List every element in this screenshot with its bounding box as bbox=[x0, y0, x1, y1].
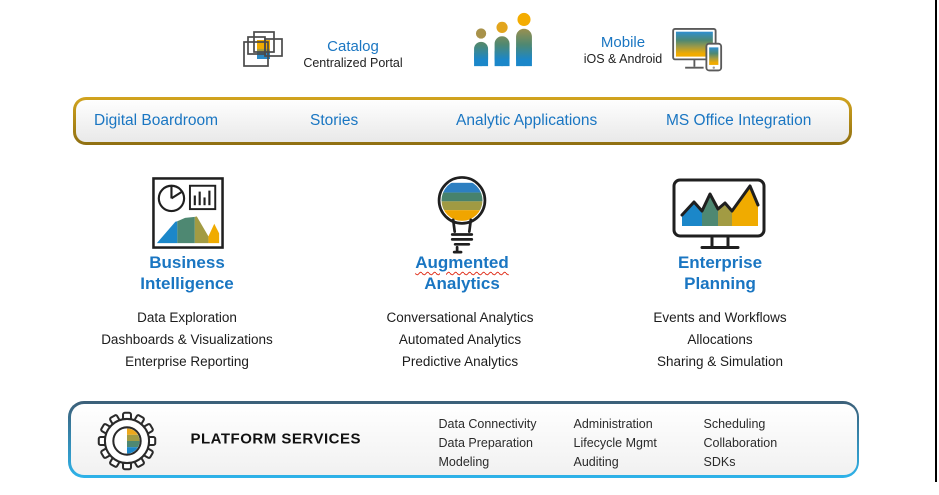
feature-item: Enterprise Reporting bbox=[125, 354, 249, 369]
pillar-title-augmented-analytics: Augmented Analytics bbox=[372, 252, 552, 294]
bar-item-stories: Stories bbox=[310, 112, 359, 129]
service-item: Lifecycle Mgmt bbox=[573, 435, 657, 450]
bar-item-analytic-applications: Analytic Applications bbox=[456, 112, 598, 129]
pillar3-title-line2: Planning bbox=[684, 274, 756, 293]
gear-icon bbox=[97, 411, 156, 470]
platform-services-surface: PLATFORM SERVICES Data Connectivity Data… bbox=[70, 403, 857, 475]
platform-services-title: PLATFORM SERVICES bbox=[190, 430, 361, 448]
pillar1-feature-list: Data Exploration Dashboards & Visualizat… bbox=[62, 307, 312, 373]
service-item: Administration bbox=[573, 416, 653, 431]
feature-item: Sharing & Simulation bbox=[656, 354, 784, 369]
experience-bar: Digital Boardroom Stories Analytic Appli… bbox=[73, 97, 852, 145]
service-item: Modeling bbox=[438, 454, 490, 469]
pillar2-feature-list: Conversational Analytics Automated Analy… bbox=[335, 307, 585, 373]
feature-item: Automated Analytics bbox=[398, 332, 522, 347]
pillar1-title-line2: Intelligence bbox=[140, 274, 234, 293]
platform-group-data: Data Connectivity Data Preparation Model… bbox=[439, 415, 537, 472]
service-item: Data Connectivity bbox=[438, 416, 537, 431]
pillar-title-business-intelligence: Business Intelligence bbox=[97, 252, 277, 294]
service-item: Collaboration bbox=[703, 435, 778, 450]
service-item: SDKs bbox=[703, 454, 736, 469]
pillar1-title-line1: Business bbox=[149, 253, 225, 272]
experience-bar-surface: Digital Boardroom Stories Analytic Appli… bbox=[76, 100, 849, 142]
feature-item: Dashboards & Visualizations bbox=[101, 332, 273, 347]
service-item: Data Preparation bbox=[438, 435, 534, 450]
window-edge-line bbox=[935, 0, 937, 482]
feature-item: Allocations bbox=[687, 332, 753, 347]
devices-icon bbox=[672, 28, 723, 72]
platform-group-admin: Administration Lifecycle Mgmt Auditing bbox=[574, 415, 657, 472]
pillar2-title-line2: Analytics bbox=[424, 274, 500, 293]
catalog-squares-icon bbox=[243, 31, 283, 67]
mobile-title: Mobile bbox=[600, 34, 646, 51]
catalog-label-block: Catalog Centralized Portal bbox=[300, 38, 406, 71]
bar-item-digital-boardroom: Digital Boardroom bbox=[94, 112, 219, 129]
pillar-title-enterprise-planning: Enterprise Planning bbox=[630, 252, 810, 294]
lightbulb-icon bbox=[437, 176, 487, 254]
feature-item: Predictive Analytics bbox=[401, 354, 519, 369]
feature-item: Events and Workflows bbox=[653, 310, 787, 325]
service-item: Auditing bbox=[573, 454, 619, 469]
bi-charts-icon bbox=[152, 177, 224, 249]
monitor-chart-icon bbox=[672, 178, 766, 249]
bar-item-ms-office-integration: MS Office Integration bbox=[666, 112, 812, 129]
feature-item: Data Exploration bbox=[137, 310, 237, 325]
platform-group-tools: Scheduling Collaboration SDKs bbox=[704, 415, 778, 472]
people-icon bbox=[474, 12, 532, 67]
mobile-label-block: Mobile iOS & Android bbox=[580, 34, 666, 67]
pillar3-feature-list: Events and Workflows Allocations Sharing… bbox=[595, 307, 845, 373]
mobile-subtitle: iOS & Android bbox=[583, 52, 663, 66]
feature-item: Conversational Analytics bbox=[386, 310, 534, 325]
pillar2-title-line1: Augmented bbox=[415, 253, 509, 272]
service-item: Scheduling bbox=[703, 416, 766, 431]
catalog-subtitle: Centralized Portal bbox=[303, 56, 403, 70]
catalog-title: Catalog bbox=[327, 38, 379, 55]
platform-services-bar: PLATFORM SERVICES Data Connectivity Data… bbox=[68, 401, 859, 478]
pillar3-title-line1: Enterprise bbox=[677, 253, 763, 272]
